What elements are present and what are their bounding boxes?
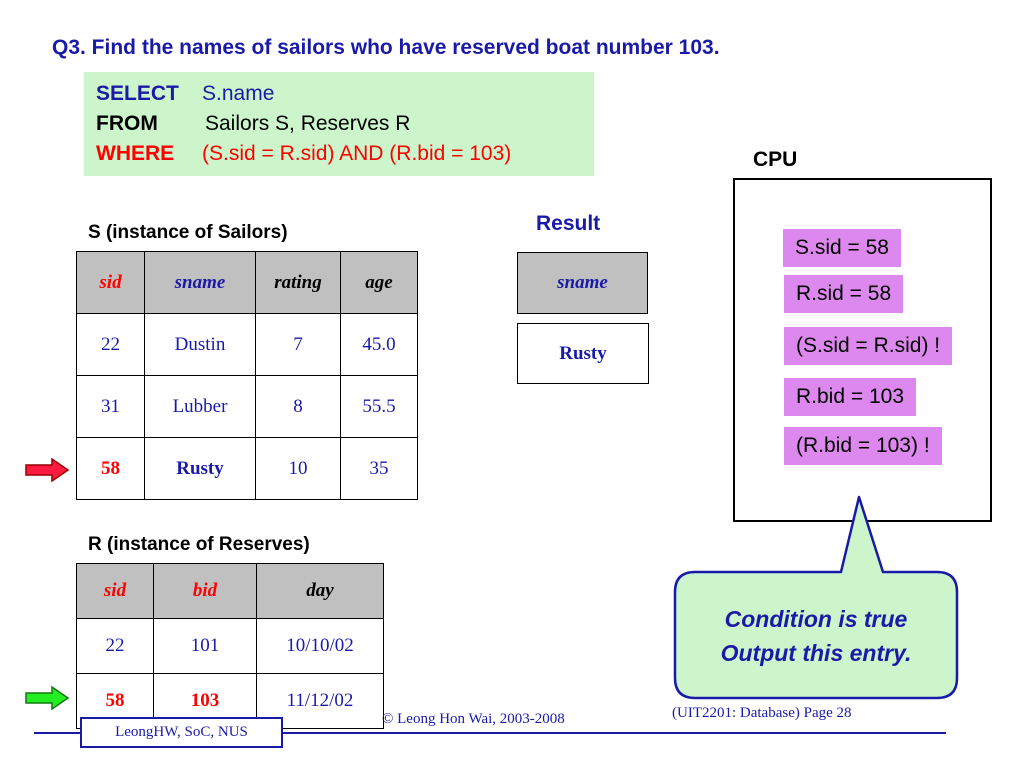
green-right-arrow-icon	[25, 686, 70, 710]
callout-line-2: Output this entry.	[720, 640, 912, 666]
result-column-header: sname	[517, 252, 648, 314]
callout-text: Condition is true Output this entry.	[673, 602, 959, 670]
cpu-step: (S.sid = R.sid) !	[784, 327, 953, 365]
sailors-table: sid sname rating age 22 Dustin 7 45.0 31…	[76, 251, 418, 500]
sql-select-value: S.name	[202, 82, 275, 105]
footer-page-number: (UIT2201: Database) Page 28	[672, 705, 852, 721]
column-header-sid: sid	[76, 563, 154, 619]
cpu-step: R.sid = 58	[784, 275, 904, 313]
result-row: Rusty	[517, 323, 649, 384]
cpu-step: S.sid = 58	[783, 229, 901, 267]
table-cell: 45.0	[340, 313, 418, 376]
sql-where-line: WHERE (S.sid = R.sid) AND (R.bid = 103)	[96, 139, 582, 169]
column-header-sid: sid	[76, 251, 145, 314]
cpu-label: CPU	[753, 148, 798, 171]
table-cell: 7	[255, 313, 341, 376]
sql-select-keyword: SELECT	[96, 82, 179, 105]
table-cell: 10/10/02	[256, 618, 384, 674]
result-title: Result	[536, 212, 601, 235]
cpu-step: (R.bid = 103) !	[784, 427, 942, 465]
slide-title: Q3. Find the names of sailors who have r…	[52, 36, 720, 59]
footer-copyright: © Leong Hon Wai, 2003-2008	[382, 711, 565, 727]
sql-from-keyword: FROM	[96, 112, 158, 135]
footer-author-box: LeongHW, SoC, NUS	[80, 717, 283, 748]
callout-bubble	[673, 495, 959, 700]
table-cell: Lubber	[144, 375, 256, 438]
column-header-day: day	[256, 563, 384, 619]
table-cell: 101	[153, 618, 257, 674]
table-cell: 11/12/02	[256, 673, 384, 729]
sql-where-keyword: WHERE	[96, 142, 175, 165]
footer-divider	[34, 732, 946, 734]
table-cell: Dustin	[144, 313, 256, 376]
table-cell: 58	[76, 437, 145, 500]
table-cell: 31	[76, 375, 145, 438]
column-header-bid: bid	[153, 563, 257, 619]
table-row: 31 Lubber 8 55.5	[76, 375, 418, 438]
sql-from-value: Sailors S, Reserves R	[205, 112, 411, 135]
table-cell: 22	[76, 618, 154, 674]
table-row: 22 101 10/10/02	[76, 618, 384, 674]
table-header-row: sid bid day	[76, 563, 384, 619]
sailors-table-title: S (instance of Sailors)	[88, 222, 288, 243]
reserves-table-title: R (instance of Reserves)	[88, 534, 310, 555]
sql-query-box: SELECT S.name FROM Sailors S, Reserves R W…	[84, 72, 594, 176]
table-header-row: sid sname rating age	[76, 251, 418, 314]
table-row-current: 58 Rusty 10 35	[76, 437, 418, 500]
reserves-table: sid bid day 22 101 10/10/02 58 103 11/12…	[76, 563, 384, 729]
callout-line-1: Condition is true	[724, 606, 908, 632]
cpu-step: R.bid = 103	[784, 378, 916, 416]
table-cell: 22	[76, 313, 145, 376]
table-cell: 10	[255, 437, 341, 500]
column-header-sname: sname	[144, 251, 256, 314]
sql-where-value: (S.sid = R.sid) AND (R.bid = 103)	[202, 142, 512, 165]
sql-select-line: SELECT S.name	[96, 79, 582, 109]
column-header-age: age	[340, 251, 418, 314]
table-cell: Rusty	[144, 437, 256, 500]
sql-from-line: FROM Sailors S, Reserves R	[96, 109, 582, 139]
table-cell: 55.5	[340, 375, 418, 438]
column-header-rating: rating	[255, 251, 341, 314]
table-row: 22 Dustin 7 45.0	[76, 313, 418, 376]
table-cell: 8	[255, 375, 341, 438]
table-cell: 35	[340, 437, 418, 500]
red-right-arrow-icon	[25, 458, 70, 482]
